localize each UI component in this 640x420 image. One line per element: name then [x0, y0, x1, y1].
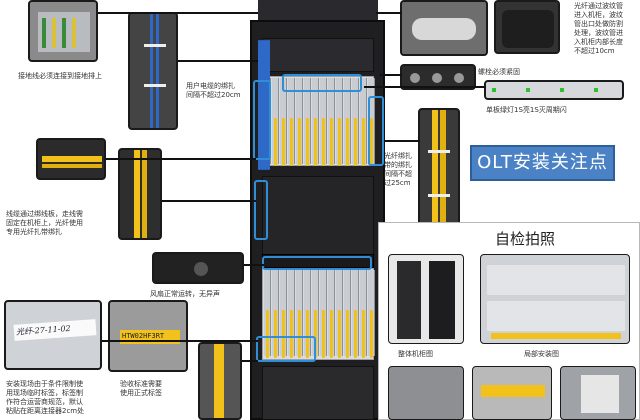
fiber-bundle	[354, 310, 357, 358]
caption-routing: 线缆通过绑线板，走线需固定在机柜上，光纤使用专用光纤扎带绑扎	[6, 210, 83, 236]
photo-label-detail	[198, 342, 242, 420]
photo-check-bottom-2	[472, 366, 552, 420]
fiber-bundle	[370, 118, 373, 166]
connector-line	[376, 12, 402, 14]
photo-corrugated-tube	[400, 0, 488, 56]
fiber-bundle	[298, 310, 301, 358]
connector-line	[98, 12, 258, 14]
photo-fiber-routing	[118, 148, 162, 240]
fiber-bundle	[314, 118, 317, 166]
fiber-bundle	[282, 310, 285, 358]
fiber-bundle	[346, 310, 349, 358]
caption-ground-wire: 接地线必须连接到接地排上	[18, 72, 102, 80]
connector-line	[102, 340, 258, 342]
fiber-bundle	[330, 118, 333, 166]
highlight-labels	[256, 336, 316, 362]
fiber-bundle	[354, 118, 357, 166]
caption-panel-lights: 单板绿灯1S亮1S灭周期闪	[486, 106, 567, 114]
photo-partial-install	[480, 254, 630, 344]
blue-cable	[261, 40, 264, 170]
rack-top-chassis	[262, 38, 374, 72]
caption-fan: 风扇正常运转，无异声	[150, 290, 220, 298]
photo-temp-label: 光纤-27-11-02	[4, 300, 102, 370]
connector-line	[242, 360, 258, 362]
caption-fiber-entry: 光纤通过波纹管进入机柜，波纹管出口处做防割处理，波纹管进入机柜内部长度不超过10…	[574, 2, 623, 55]
caption-fiber-bind: 光纤绑扎带的绑扎间隔不超过25cm	[384, 152, 412, 187]
photo-ground-wire	[28, 0, 98, 62]
fiber-bundle	[274, 310, 277, 358]
fiber-bundle	[298, 118, 301, 166]
fiber-bundle	[330, 310, 333, 358]
highlight-fan	[262, 256, 372, 270]
fiber-bundle	[282, 118, 285, 166]
connector-line	[106, 158, 256, 160]
fiber-bundle	[362, 118, 365, 166]
photo-check-bottom-3	[560, 366, 636, 420]
fiber-bundle	[314, 310, 317, 358]
highlight-panel-lights	[282, 74, 362, 92]
photo-whole-cabinet	[388, 254, 464, 344]
blue-cable	[258, 40, 261, 170]
photo-fan	[152, 252, 244, 284]
photo-fiber-bind	[418, 108, 460, 234]
fiber-bundle	[346, 118, 349, 166]
fiber-bundle	[338, 118, 341, 166]
caption-formal-label: 验收标准需要使用正式标签	[120, 380, 162, 397]
photo-cable-binding	[128, 12, 178, 130]
blue-cable	[264, 40, 267, 170]
self-check-title: 自检拍照	[494, 230, 555, 248]
photo-panel-lights	[484, 80, 624, 100]
fiber-bundle	[322, 118, 325, 166]
fiber-bundle	[322, 310, 325, 358]
fiber-bundle	[290, 310, 293, 358]
caption-temp-label: 安装现场由于条件限制使用现场临时标签，标签制作符合运营商规范，默认粘贴在距离连接…	[6, 380, 85, 415]
fiber-bundle	[306, 310, 309, 358]
fiber-bundle	[370, 310, 373, 358]
blue-cable	[267, 40, 270, 170]
connector-line	[380, 74, 402, 76]
photo-formal-label: HTW02HF3RT	[108, 300, 188, 372]
photo-rack-top	[494, 0, 560, 54]
fiber-bundle	[266, 310, 269, 358]
caption-whole-cabinet: 整体机柜图	[398, 350, 433, 358]
fiber-bundle	[274, 118, 277, 166]
connector-line	[178, 60, 258, 62]
fiber-bundle	[338, 310, 341, 358]
photo-screws	[400, 64, 476, 90]
fiber-bundle	[306, 118, 309, 166]
caption-screws: 螺栓必须紧固	[478, 68, 520, 76]
caption-partial-install: 局部安装图	[524, 350, 559, 358]
handwritten-label: 光纤-27-11-02	[13, 319, 97, 341]
rack-top-cabling	[258, 0, 378, 22]
highlight-routing	[254, 180, 268, 240]
caption-user-cable: 用户电缆的绑扎间隔不超过20cm	[186, 82, 241, 99]
connector-line	[244, 264, 264, 266]
photo-fiber-tray	[36, 138, 106, 180]
connector-line	[364, 86, 486, 88]
connector-line	[384, 140, 420, 142]
olt-banner: OLT安装关注点	[470, 145, 615, 181]
connector-line	[162, 200, 256, 202]
fiber-bundle	[290, 118, 293, 166]
fiber-bundle	[362, 310, 365, 358]
highlight-user-cable	[253, 80, 271, 160]
photo-check-bottom-1	[388, 366, 464, 420]
rack-bottom-space	[262, 366, 374, 420]
highlight-fiber-bind	[368, 96, 384, 166]
rack-middle-space	[262, 176, 374, 256]
